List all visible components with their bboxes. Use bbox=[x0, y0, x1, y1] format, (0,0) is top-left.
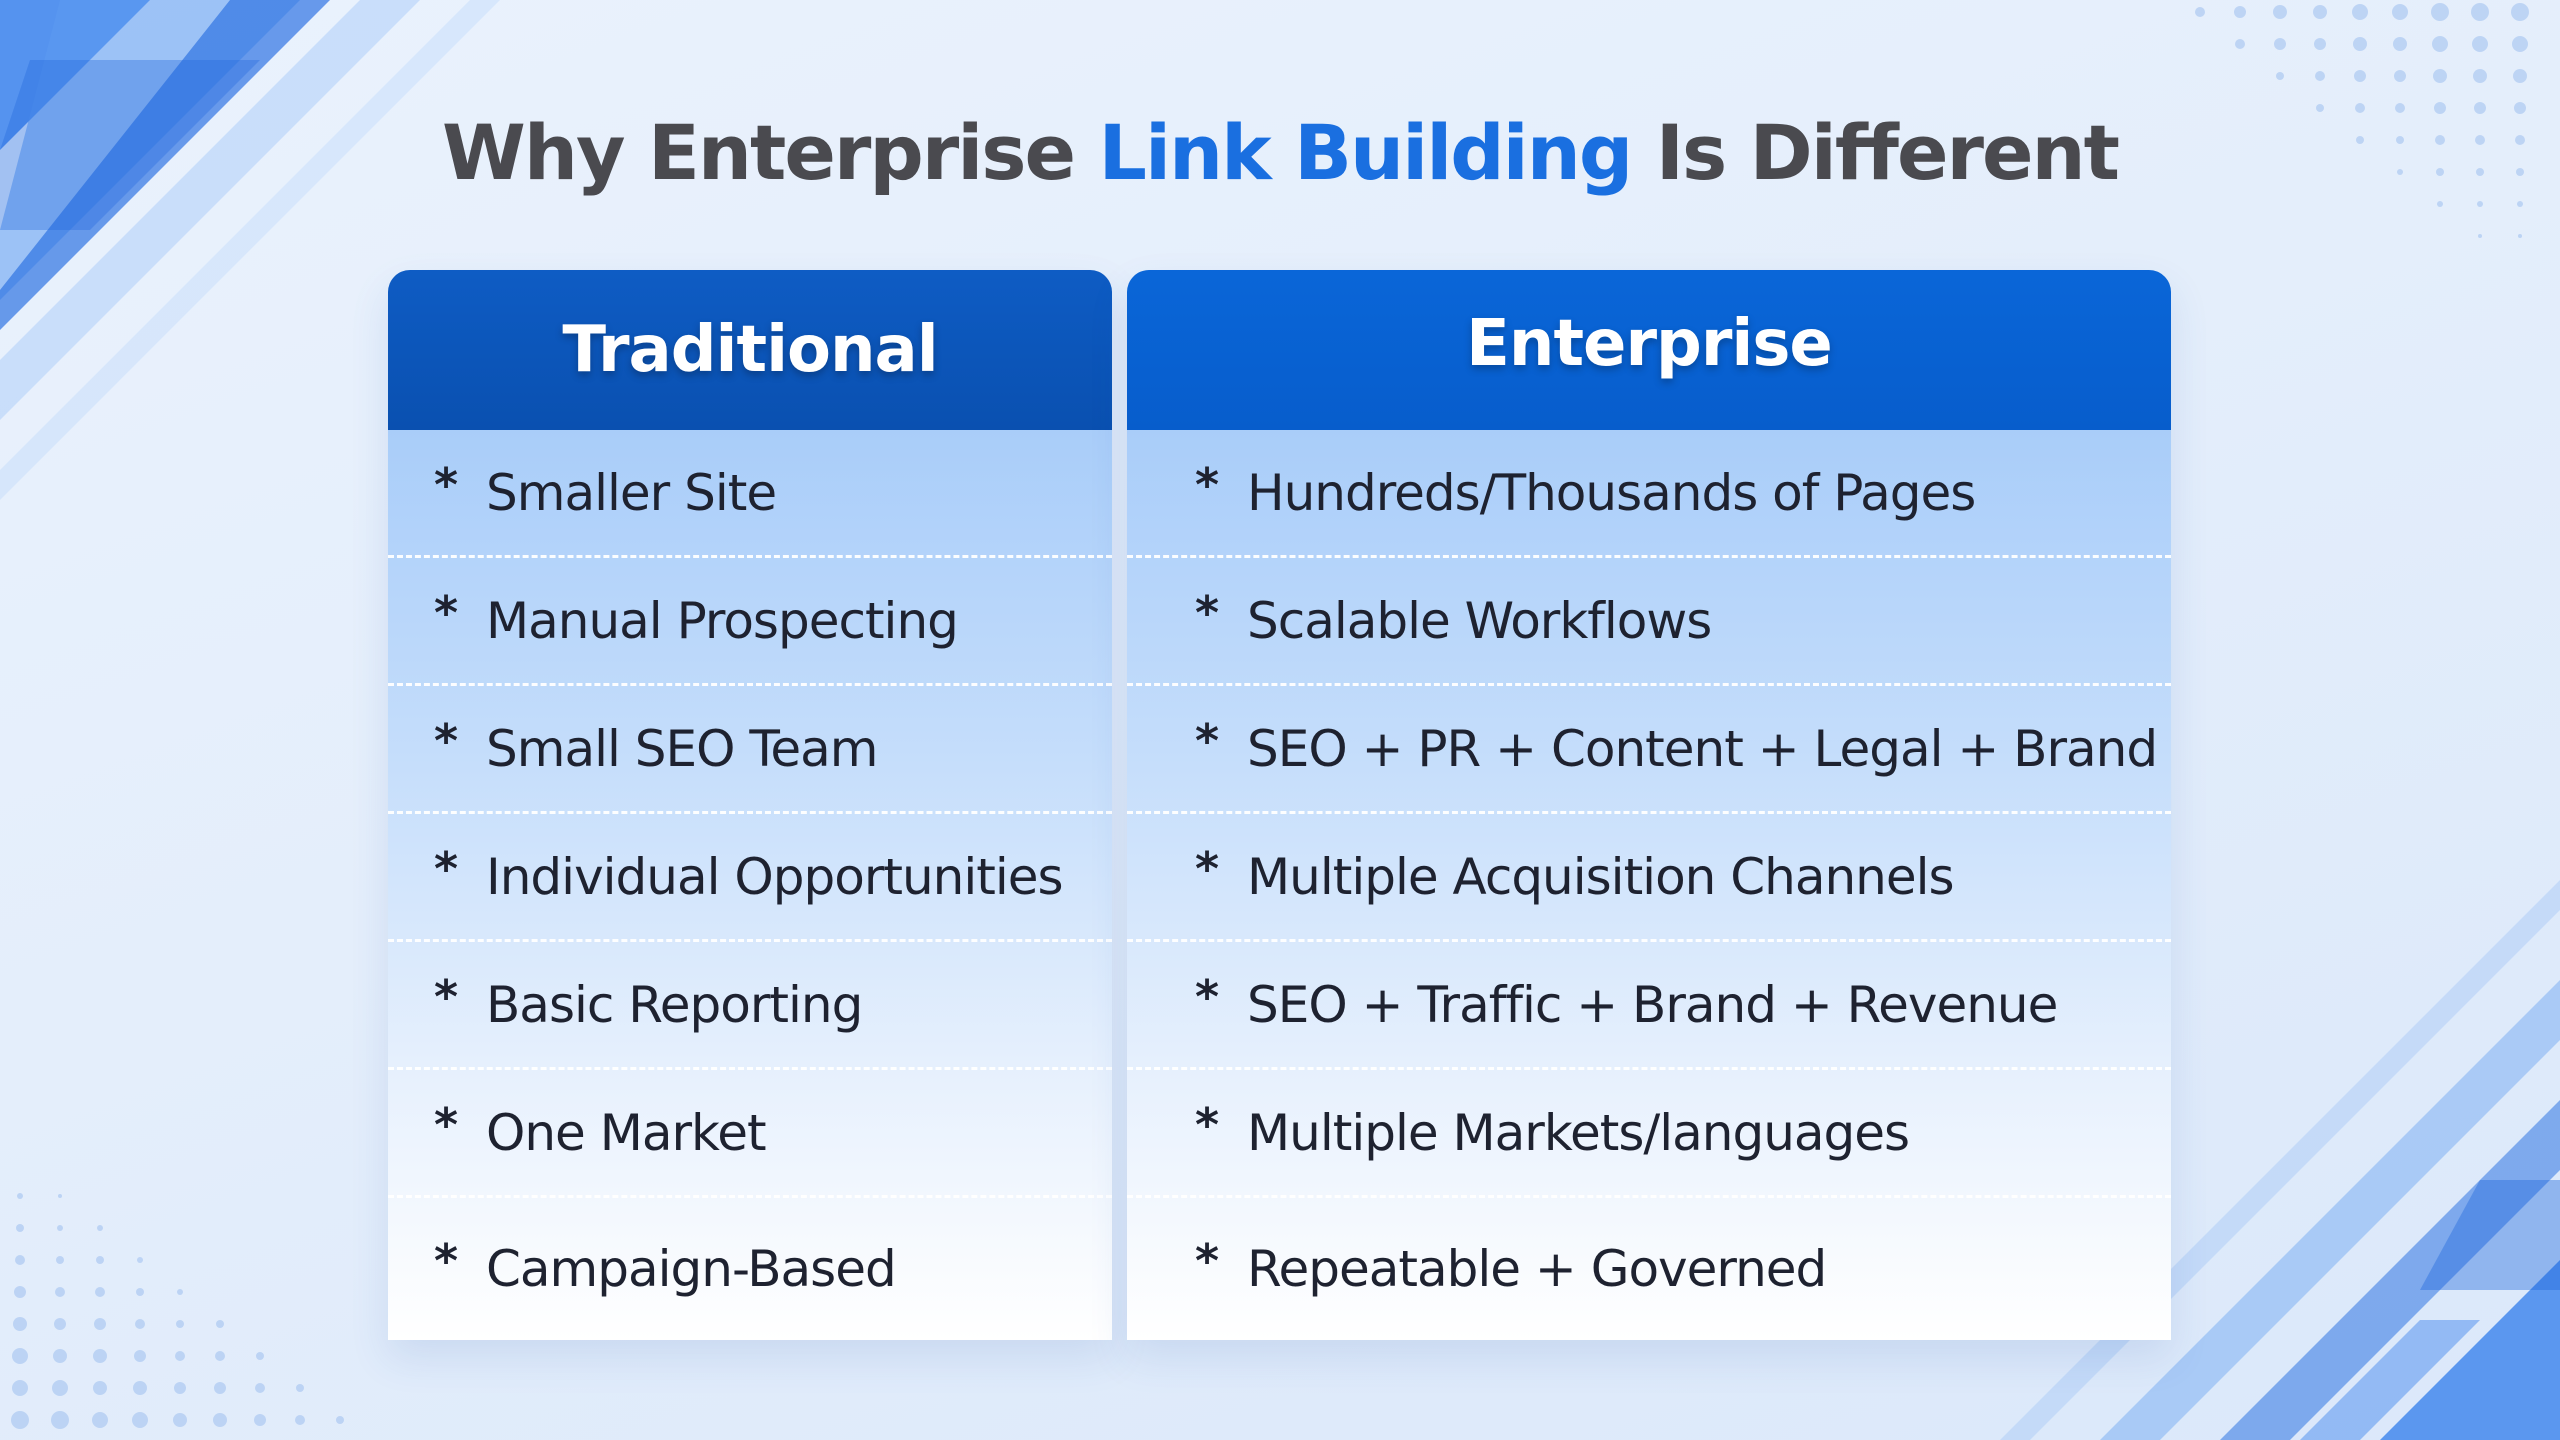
list-item-text: Smaller Site bbox=[486, 463, 777, 522]
column-header-label: Enterprise bbox=[1466, 307, 1833, 381]
dot-pattern-bottom-left bbox=[11, 1193, 344, 1429]
column-header-traditional: Traditional bbox=[388, 270, 1112, 430]
list-item: * Manual Prospecting bbox=[388, 558, 1112, 686]
column-header-enterprise: Enterprise bbox=[1127, 270, 2171, 430]
list-item: * Smaller Site bbox=[388, 430, 1112, 558]
list-item-text: One Market bbox=[486, 1103, 767, 1162]
asterisk-bullet: * bbox=[1195, 713, 1219, 768]
page-title: Why Enterprise Link Building Is Differen… bbox=[0, 108, 2560, 197]
column-enterprise: Enterprise * Hundreds/Thousands of Pages … bbox=[1127, 270, 2171, 1340]
title-highlight: Link Building bbox=[1098, 108, 1634, 197]
list-item: * SEO + PR + Content + Legal + Brand bbox=[1127, 686, 2171, 814]
list-item-text: Repeatable + Governed bbox=[1247, 1240, 1827, 1298]
list-item-text: SEO + Traffic + Brand + Revenue bbox=[1247, 975, 2058, 1034]
list-item: * Small SEO Team bbox=[388, 686, 1112, 814]
list-item: * Hundreds/Thousands of Pages bbox=[1127, 430, 2171, 558]
asterisk-bullet: * bbox=[434, 713, 458, 768]
asterisk-bullet: * bbox=[434, 1097, 458, 1152]
list-item: * Scalable Workflows bbox=[1127, 558, 2171, 686]
asterisk-bullet: * bbox=[1195, 1234, 1219, 1288]
list-item-text: Multiple Acquisition Channels bbox=[1247, 847, 1955, 906]
list-item-text: SEO + PR + Content + Legal + Brand bbox=[1247, 719, 2158, 778]
list-item-text: Small SEO Team bbox=[486, 719, 878, 778]
list-item-text: Hundreds/Thousands of Pages bbox=[1247, 463, 1976, 522]
list-item: * Multiple Acquisition Channels bbox=[1127, 814, 2171, 942]
asterisk-bullet: * bbox=[1195, 1097, 1219, 1152]
asterisk-bullet: * bbox=[434, 969, 458, 1024]
list-item-text: Scalable Workflows bbox=[1247, 591, 1712, 650]
column-list-traditional: * Smaller Site * Manual Prospecting * Small… bbox=[388, 430, 1112, 1340]
asterisk-bullet: * bbox=[1195, 969, 1219, 1024]
list-item: * Repeatable + Governed bbox=[1127, 1198, 2171, 1340]
column-traditional: Traditional * Smaller Site * Manual Prospe… bbox=[388, 270, 1112, 1340]
list-item-text: Campaign-Based bbox=[486, 1240, 897, 1298]
list-item-text: Multiple Markets/languages bbox=[1247, 1103, 1910, 1162]
asterisk-bullet: * bbox=[434, 457, 458, 512]
column-list-enterprise: * Hundreds/Thousands of Pages * Scalable W… bbox=[1127, 430, 2171, 1340]
list-item-text: Basic Reporting bbox=[486, 975, 863, 1034]
title-prefix: Why Enterprise bbox=[442, 108, 1076, 197]
list-item: * One Market bbox=[388, 1070, 1112, 1198]
list-item-text: Individual Opportunities bbox=[486, 847, 1064, 906]
list-item: * Multiple Markets/languages bbox=[1127, 1070, 2171, 1198]
asterisk-bullet: * bbox=[1195, 457, 1219, 512]
asterisk-bullet: * bbox=[434, 585, 458, 640]
list-item: * Campaign-Based bbox=[388, 1198, 1112, 1340]
asterisk-bullet: * bbox=[434, 841, 458, 896]
list-item: * Basic Reporting bbox=[388, 942, 1112, 1070]
title-suffix: Is Different bbox=[1655, 108, 2120, 197]
asterisk-bullet: * bbox=[1195, 585, 1219, 640]
asterisk-bullet: * bbox=[434, 1234, 458, 1288]
list-item-text: Manual Prospecting bbox=[486, 591, 959, 650]
column-header-label: Traditional bbox=[562, 313, 938, 387]
list-item: * Individual Opportunities bbox=[388, 814, 1112, 942]
list-item: * SEO + Traffic + Brand + Revenue bbox=[1127, 942, 2171, 1070]
asterisk-bullet: * bbox=[1195, 841, 1219, 896]
